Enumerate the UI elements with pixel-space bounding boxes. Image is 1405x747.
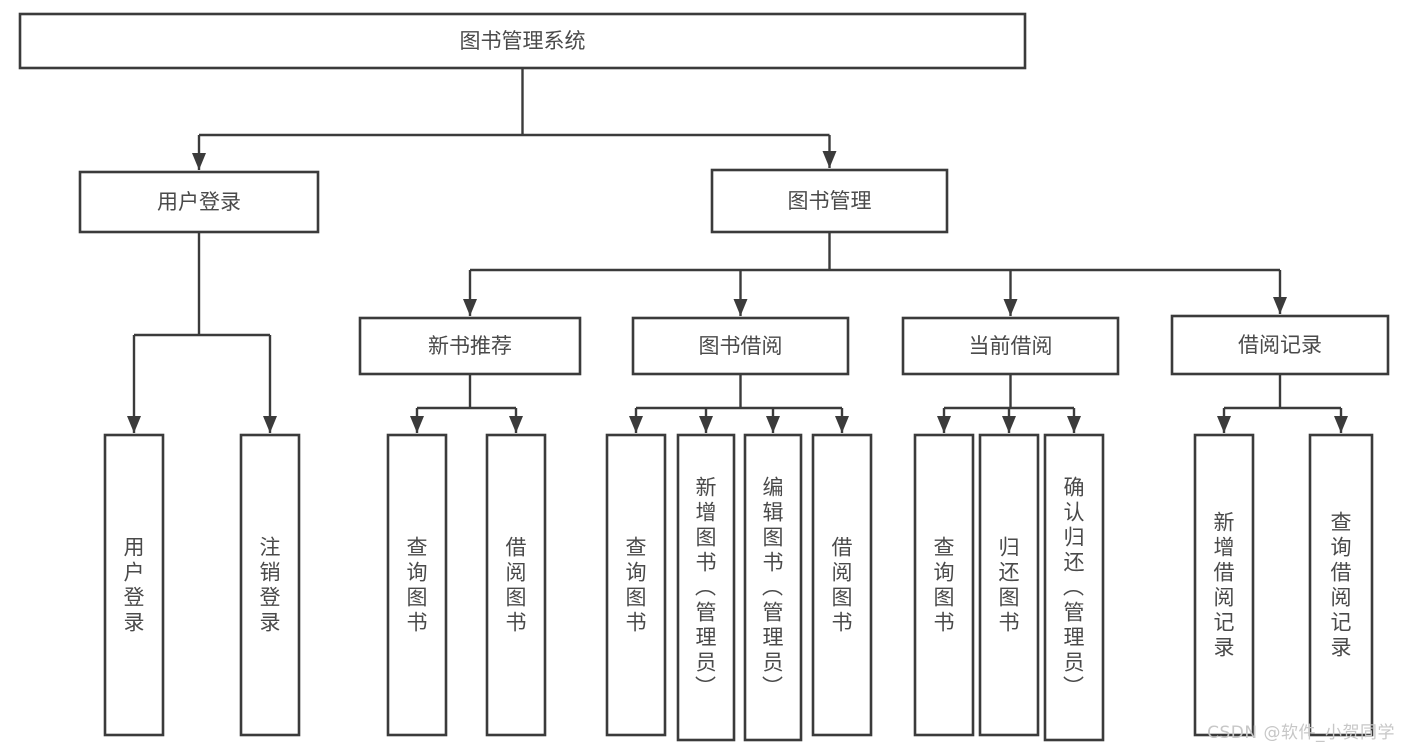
node-label: 图书管理系统 <box>460 29 586 53</box>
node-leaf-leaf-edit-book[interactable]: 编辑图书（管理员） <box>743 433 803 742</box>
node-box[interactable] <box>18 12 1027 70</box>
node-label: 借阅图书 <box>506 536 527 635</box>
node-l2-book-borrow[interactable]: 图书借阅 <box>631 316 850 376</box>
arrow-head-icon <box>1273 297 1287 314</box>
connectors-layer <box>127 68 1348 433</box>
node-label: 用户登录 <box>124 536 145 635</box>
arrow-head-icon <box>1002 416 1016 433</box>
arrow-head-icon <box>1334 416 1348 433</box>
node-box[interactable] <box>78 170 320 234</box>
node-leaf-leaf-logout[interactable]: 注销登录 <box>239 433 301 737</box>
node-leaf-leaf-borrow-book-rec[interactable]: 借阅图书 <box>485 433 547 737</box>
node-l2-current-borrow[interactable]: 当前借阅 <box>901 316 1120 376</box>
node-label: 新增图书（管理员） <box>695 476 717 700</box>
node-box[interactable] <box>386 433 448 737</box>
node-leaf-leaf-query-book-cb[interactable]: 查询图书 <box>913 433 975 737</box>
node-label: 查询图书 <box>934 536 955 635</box>
node-box[interactable] <box>710 168 949 234</box>
node-box[interactable] <box>811 433 873 737</box>
node-leaf-leaf-user-login[interactable]: 用户登录 <box>103 433 165 737</box>
node-label: 图书借阅 <box>699 334 783 358</box>
node-leaf-leaf-query-book-br[interactable]: 查询图书 <box>605 433 667 737</box>
node-box[interactable] <box>103 433 165 737</box>
node-leaf-leaf-add-record[interactable]: 新增借阅记录 <box>1193 433 1255 737</box>
arrow-head-icon <box>937 416 951 433</box>
node-leaf-leaf-return-book[interactable]: 归还图书 <box>978 433 1040 737</box>
node-label: 借阅记录 <box>1238 333 1322 357</box>
node-leaf-leaf-add-book[interactable]: 新增图书（管理员） <box>676 433 736 742</box>
nodes-layer: 图书管理系统用户登录图书管理新书推荐图书借阅当前借阅借阅记录用户登录注销登录查询… <box>18 12 1390 742</box>
node-label: 查询借阅记录 <box>1331 511 1352 660</box>
arrow-head-icon <box>463 299 477 316</box>
arrow-head-icon <box>410 416 424 433</box>
node-box[interactable] <box>1043 433 1105 742</box>
node-label: 注销登录 <box>260 536 281 635</box>
node-box[interactable] <box>913 433 975 737</box>
node-box[interactable] <box>743 433 803 742</box>
node-box[interactable] <box>239 433 301 737</box>
arrow-head-icon <box>766 416 780 433</box>
node-box[interactable] <box>605 433 667 737</box>
arrow-head-icon <box>127 416 141 433</box>
node-label: 新增借阅记录 <box>1214 511 1235 660</box>
arrow-head-icon <box>733 299 748 316</box>
node-box[interactable] <box>676 433 736 742</box>
node-l1-book-manage[interactable]: 图书管理 <box>710 168 949 234</box>
arrow-head-icon <box>629 416 643 433</box>
node-label: 新书推荐 <box>428 334 512 358</box>
node-leaf-leaf-borrow-book-br[interactable]: 借阅图书 <box>811 433 873 737</box>
node-leaf-leaf-confirm-return[interactable]: 确认归还（管理员） <box>1043 433 1105 742</box>
node-leaf-leaf-query-book-rec[interactable]: 查询图书 <box>386 433 448 737</box>
node-label: 图书管理 <box>788 189 872 213</box>
node-box[interactable] <box>1170 314 1390 376</box>
node-label: 用户登录 <box>157 190 241 214</box>
node-box[interactable] <box>1193 433 1255 737</box>
node-box[interactable] <box>358 316 582 376</box>
arrow-head-icon <box>1067 416 1081 433</box>
arrow-head-icon <box>1217 416 1231 433</box>
node-box[interactable] <box>1308 433 1374 737</box>
node-label: 查询图书 <box>626 536 647 635</box>
node-label: 编辑图书（管理员） <box>762 476 784 700</box>
node-leaf-leaf-query-record[interactable]: 查询借阅记录 <box>1308 433 1374 737</box>
arrow-head-icon <box>263 416 277 433</box>
node-box[interactable] <box>631 316 850 376</box>
node-l1-user-login[interactable]: 用户登录 <box>78 170 320 234</box>
arrow-head-icon <box>509 416 523 433</box>
node-label: 归还图书 <box>999 536 1020 635</box>
node-box[interactable] <box>901 316 1120 376</box>
node-box[interactable] <box>978 433 1040 737</box>
node-label: 借阅图书 <box>832 536 853 635</box>
node-label: 查询图书 <box>407 536 428 635</box>
node-label: 当前借阅 <box>969 334 1053 358</box>
watermark-label: CSDN @软件_小贺同学 <box>1207 723 1395 743</box>
arrow-head-icon <box>1003 299 1018 316</box>
node-l2-borrow-record[interactable]: 借阅记录 <box>1170 314 1390 376</box>
arrow-head-icon <box>192 153 206 170</box>
arrow-head-icon <box>699 416 713 433</box>
node-label: 确认归还（管理员） <box>1063 476 1085 700</box>
node-box[interactable] <box>485 433 547 737</box>
arrow-head-icon <box>835 416 849 433</box>
arrow-head-icon <box>822 151 837 168</box>
node-l2-new-book-rec[interactable]: 新书推荐 <box>358 316 582 376</box>
node-root-图书管理系统[interactable]: 图书管理系统 <box>18 12 1027 70</box>
